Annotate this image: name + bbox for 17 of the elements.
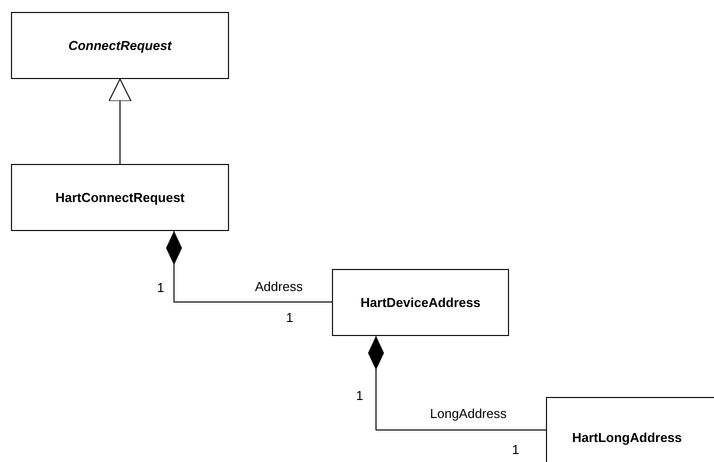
class-name: HartConnectRequest: [55, 190, 185, 205]
multiplicity-label: 1: [286, 310, 294, 325]
class-name: ConnectRequest: [68, 38, 172, 53]
multiplicity-label: 1: [512, 442, 520, 457]
class-box: [11, 164, 229, 231]
class-box: [11, 12, 229, 79]
multiplicity-label: 1: [157, 280, 164, 295]
generalization-arrow: [108, 78, 132, 164]
composition-line: [368, 336, 546, 430]
class-name: HartDeviceAddress: [360, 295, 480, 310]
edge-label: LongAddress: [430, 406, 507, 421]
class-box: [332, 269, 509, 336]
class-box: [546, 397, 714, 462]
multiplicity-label: 1: [356, 388, 364, 403]
edge-label: Address: [255, 279, 303, 294]
composition-line: [166, 230, 332, 302]
class-name: HartLongAddress: [572, 430, 682, 444]
